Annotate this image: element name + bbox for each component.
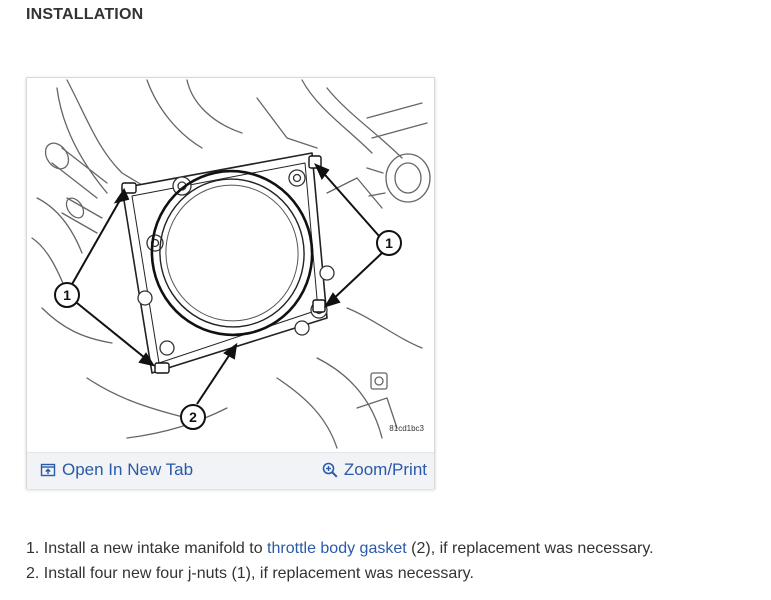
- open-new-tab-icon: [40, 462, 56, 478]
- list-item: 1. Install a new intake manifold to thro…: [26, 540, 654, 557]
- installation-steps: 1. Install a new intake manifold to thro…: [26, 536, 654, 586]
- section-heading: INSTALLATION: [26, 6, 144, 23]
- zoom-print-label: Zoom/Print: [343, 460, 427, 479]
- open-in-new-tab-label: Open In New Tab: [62, 460, 194, 479]
- open-in-new-tab-link[interactable]: Open In New Tab: [40, 459, 193, 481]
- zoom-print-link[interactable]: Zoom/Print: [322, 459, 427, 481]
- svg-text:2: 2: [189, 409, 197, 425]
- svg-text:1: 1: [385, 235, 393, 251]
- list-item: 2. Install four new four j-nuts (1), if …: [26, 565, 474, 582]
- callout-1-right: 1: [376, 230, 402, 256]
- throttle-body-gasket-link[interactable]: throttle body gasket: [267, 540, 407, 557]
- svg-text:1: 1: [63, 287, 71, 303]
- throttle-body-gasket-diagram[interactable]: 1 1 2 81cd1bc3: [27, 78, 434, 452]
- magnifier-plus-icon: [322, 462, 338, 478]
- callout-1-left: 1: [54, 282, 80, 308]
- figure-card: 1 1 2 81cd1bc3 Open In New Tab: [26, 77, 435, 489]
- figure-code: 81cd1bc3: [389, 424, 424, 433]
- callout-2: 2: [180, 404, 206, 430]
- figure-toolbar: Open In New Tab Zoom/Print: [27, 452, 434, 489]
